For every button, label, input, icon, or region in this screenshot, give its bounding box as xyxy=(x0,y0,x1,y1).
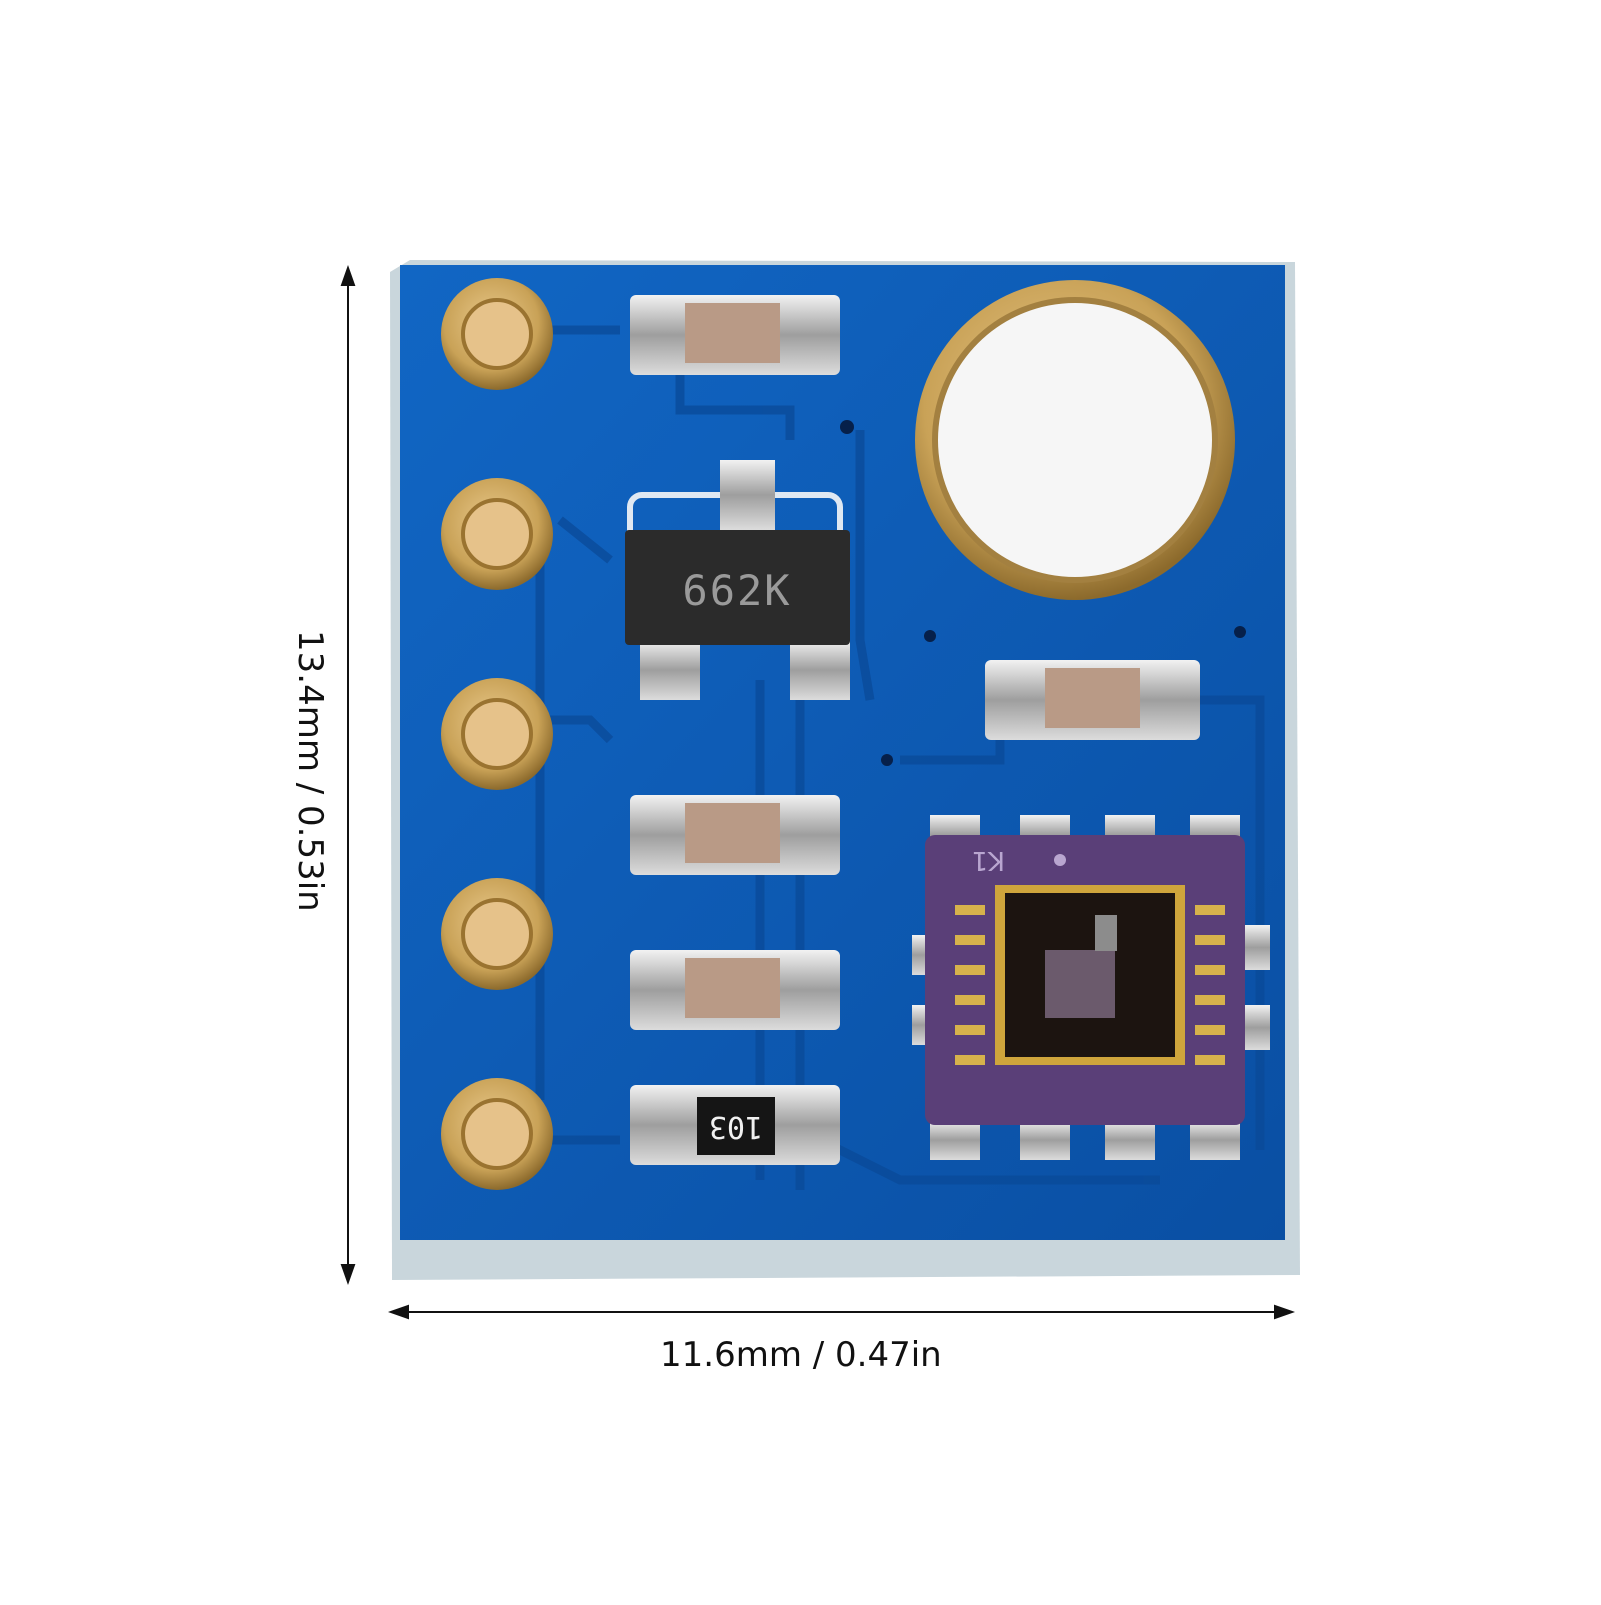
width-dimension-label: 11.6mm / 0.47in xyxy=(660,1335,942,1375)
header-pin-4 xyxy=(441,878,553,990)
capacitor-top xyxy=(630,295,840,375)
vias xyxy=(840,420,1246,766)
resistor: 103 xyxy=(630,1085,840,1165)
header-pin-3 xyxy=(441,678,553,790)
height-dimension-arrow xyxy=(340,264,356,1286)
resistor-marking: 103 xyxy=(709,1109,763,1144)
header-pin-5 xyxy=(441,1078,553,1190)
header-pin-2 xyxy=(441,478,553,590)
sensor-chip: K1 xyxy=(912,815,1270,1160)
header-pin-1 xyxy=(441,278,553,390)
pin1-dot xyxy=(1054,854,1066,866)
regulator-chip: 662K xyxy=(625,460,850,700)
height-dimension-label: 13.4mm / 0.53in xyxy=(290,630,330,912)
sensor-marking: K1 xyxy=(971,845,1005,875)
capacitor-lower xyxy=(630,950,840,1030)
regulator-marking: 662K xyxy=(682,566,791,615)
sensor-contacts xyxy=(955,905,1225,1065)
width-dimension-arrow xyxy=(387,1304,1296,1320)
pcb-traces xyxy=(535,325,1265,1190)
capacitor-right xyxy=(985,660,1200,740)
capacitor-middle xyxy=(630,795,840,875)
mounting-hole xyxy=(915,280,1235,600)
